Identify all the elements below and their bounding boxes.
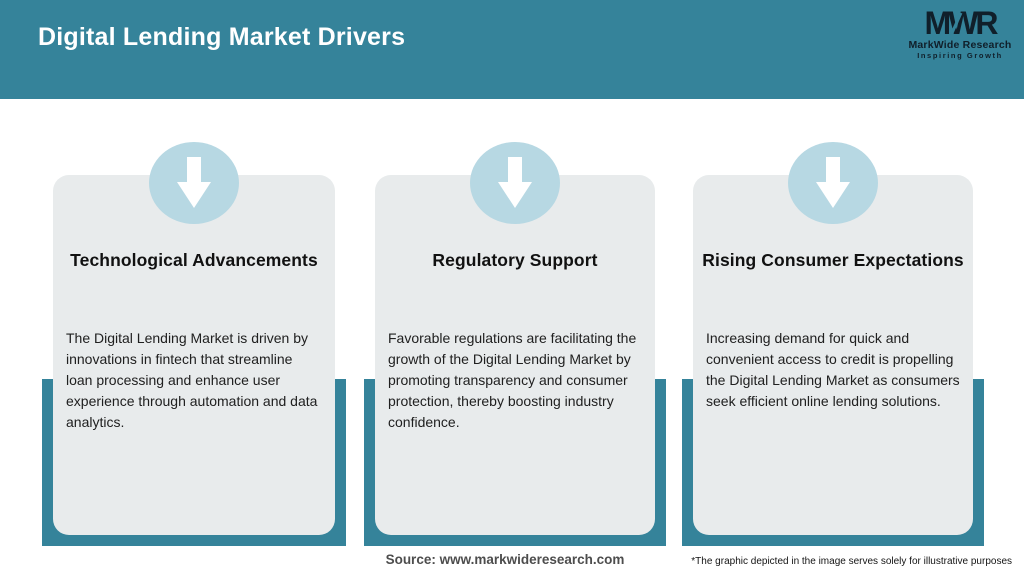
footer-disclaimer: *The graphic depicted in the image serve…: [691, 556, 1012, 567]
down-arrow-icon: [498, 157, 532, 208]
driver-card: Rising Consumer Expectations Increasing …: [693, 175, 973, 535]
down-arrow-icon: [177, 157, 211, 208]
driver-card: Regulatory Support Favorable regulations…: [375, 175, 655, 535]
card-title: Technological Advancements: [70, 250, 318, 270]
logo-company-name: MarkWide Research: [908, 39, 1012, 51]
card-body: Increasing demand for quick and convenie…: [706, 330, 960, 409]
logo-tagline: Inspiring Growth: [917, 51, 1003, 60]
driver-column-1: Technological Advancements The Digital L…: [42, 142, 346, 546]
card-title: Rising Consumer Expectations: [702, 250, 964, 270]
driver-column-3: Rising Consumer Expectations Increasing …: [682, 142, 984, 546]
card-body: Favorable regulations are facilitating t…: [388, 330, 637, 430]
logo-monogram-text: MWR: [924, 5, 999, 41]
icon-circle: [470, 142, 560, 224]
driver-column-2: Regulatory Support Favorable regulations…: [364, 142, 666, 546]
driver-card: Technological Advancements The Digital L…: [53, 175, 335, 535]
logo-monogram: MWR: [924, 5, 999, 41]
card-title: Regulatory Support: [432, 250, 598, 270]
icon-circle: [788, 142, 878, 224]
brand-logo: MWR MarkWide Research Inspiring Growth: [906, 5, 1014, 60]
down-arrow-icon: [816, 157, 850, 208]
header-bar: Digital Lending Market Drivers MWR MarkW…: [0, 0, 1024, 99]
icon-circle: [149, 142, 239, 224]
footer-source: Source: www.markwideresearch.com: [385, 552, 625, 567]
card-body: The Digital Lending Market is driven by …: [66, 330, 318, 430]
page-title: Digital Lending Market Drivers: [38, 23, 406, 51]
